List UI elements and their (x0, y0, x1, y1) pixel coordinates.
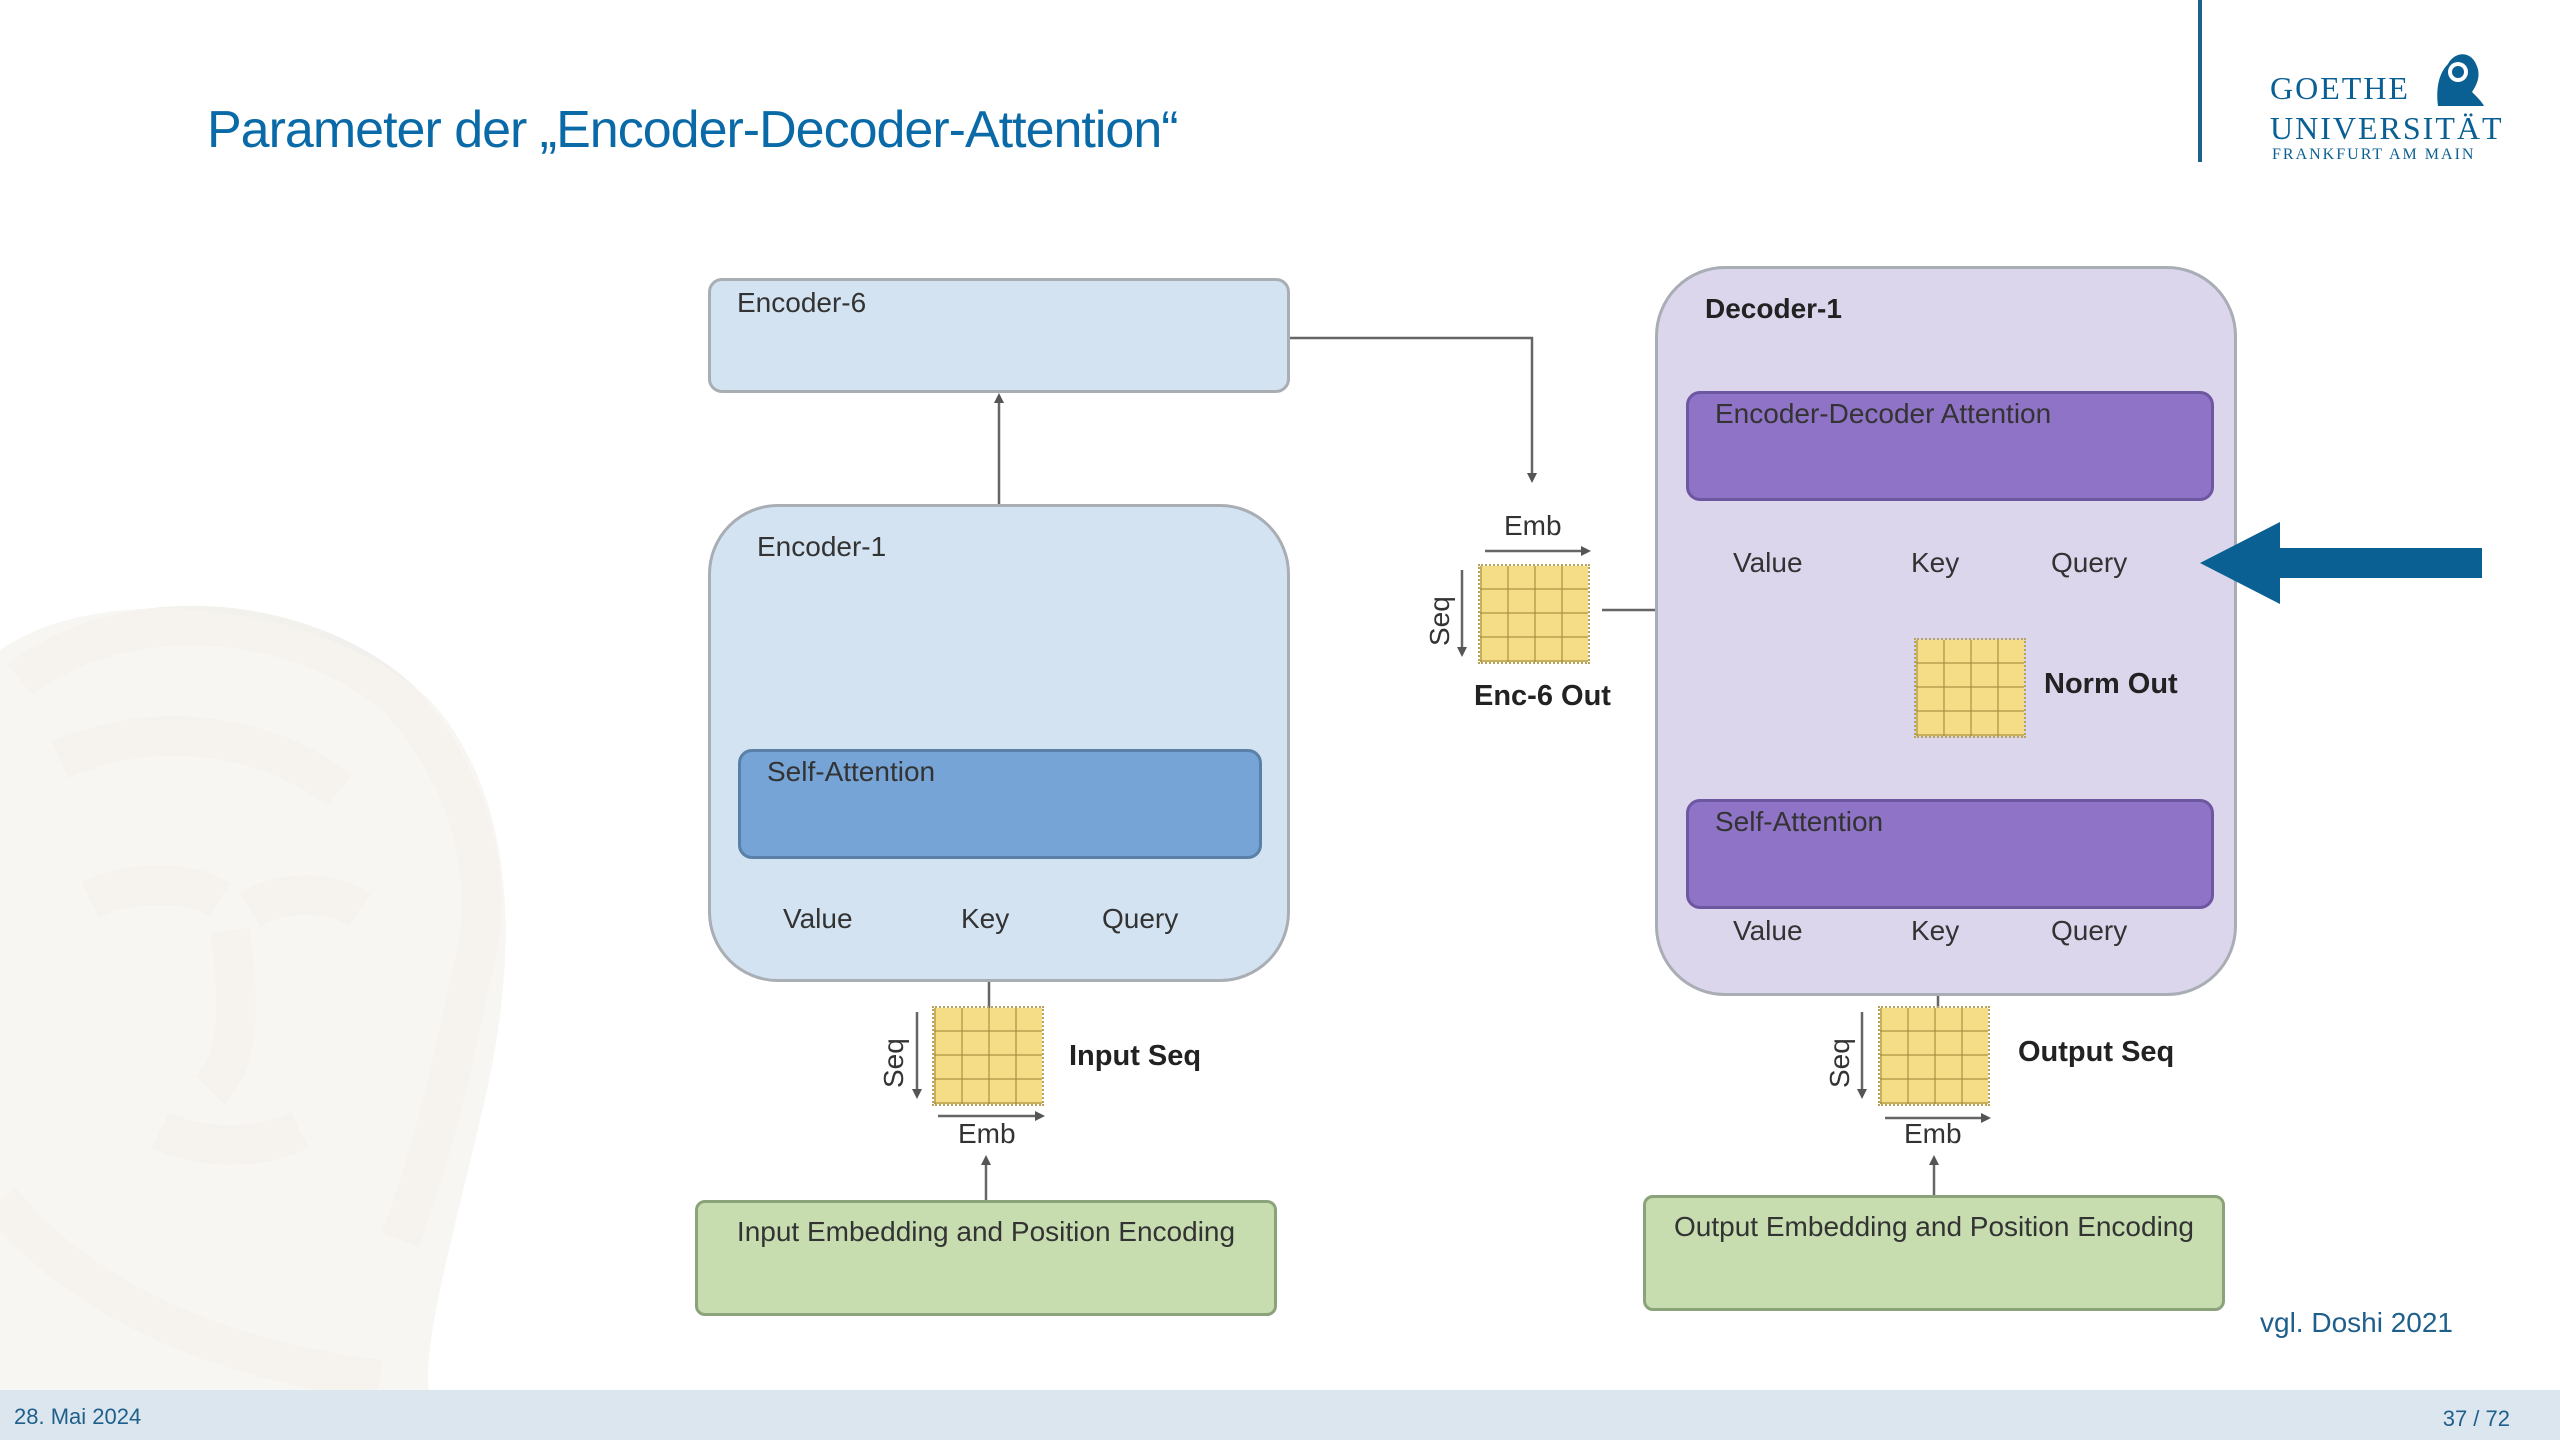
input-seq-emb-label: Emb (958, 1118, 1016, 1149)
output-seq-label: Output Seq (2018, 1036, 2175, 1068)
decoder-value-label: Value (1733, 915, 1803, 946)
citation: vgl. Doshi 2021 (2260, 1307, 2454, 1338)
encoder-1-label: Encoder-1 (757, 531, 887, 562)
input-seq-matrix (932, 1006, 1044, 1106)
enc6-out-seq-label: Seq (1424, 596, 1455, 646)
university-logo: GOETHE UNIVERSITÄT FRANKFURT AM MAIN (2270, 40, 2502, 170)
highlight-arrow-icon (2200, 522, 2482, 604)
encoder-decoder-attention-box: Encoder-Decoder Attention (1686, 391, 2214, 501)
decoder-self-attention-label: Self-Attention (1715, 806, 1884, 837)
goethe-portrait-watermark (0, 605, 506, 1400)
input-embedding-box: Input Embedding and Position Encoding (695, 1200, 1277, 1316)
input-embedding-label: Input Embedding and Position Encoding (736, 1216, 1236, 1247)
encoder-1-box: Encoder-1 (708, 504, 1290, 982)
eda-value-label: Value (1733, 547, 1803, 578)
enc6-out-emb-label: Emb (1504, 510, 1562, 541)
decoder-query-label: Query (2051, 915, 2128, 946)
output-embedding-label: Output Embedding and Position Encoding (1674, 1211, 2194, 1242)
encoder-query-label: Query (1102, 903, 1179, 934)
decoder-self-attention-box: Self-Attention (1686, 799, 2214, 909)
decoder-key-label: Key (1911, 915, 1960, 946)
decoder-1-label: Decoder-1 (1705, 293, 1842, 324)
input-seq-label: Input Seq (1069, 1040, 1202, 1072)
eda-query-label: Query (2051, 547, 2128, 578)
eda-key-label: Key (1911, 547, 1960, 578)
slide-title: Parameter der „Encoder-Decoder-Attention… (207, 101, 1179, 159)
encoder-6-box: Encoder-6 (708, 278, 1290, 393)
encoder-key-label: Key (961, 903, 1010, 934)
logo-line-universitaet: UNIVERSITÄT (2270, 110, 2504, 146)
norm-out-label: Norm Out (2044, 668, 2178, 700)
footer-bar (0, 1390, 2560, 1440)
encoder-self-attention-label: Self-Attention (767, 756, 936, 787)
encoder-self-attention-box: Self-Attention (738, 749, 1262, 859)
goethe-head-icon (2437, 54, 2484, 106)
footer-date: 28. Mai 2024 (14, 1404, 142, 1429)
output-seq-matrix (1878, 1006, 1990, 1106)
logo-line-frankfurt: FRANKFURT AM MAIN (2272, 146, 2476, 163)
encoder-value-label: Value (783, 903, 853, 934)
header-divider (2198, 0, 2202, 162)
output-seq-seq-label: Seq (1824, 1038, 1855, 1088)
norm-out-matrix (1914, 638, 2026, 738)
encoder-6-label: Encoder-6 (737, 287, 867, 318)
enc6-out-matrix (1478, 564, 1590, 664)
logo-line-goethe: GOETHE (2270, 70, 2410, 106)
output-seq-emb-label: Emb (1904, 1118, 1962, 1149)
enc6-out-label: Enc-6 Out (1474, 680, 1611, 712)
page-number: 37 / 72 (2442, 1406, 2510, 1431)
output-embedding-box: Output Embedding and Position Encoding (1643, 1195, 2225, 1311)
input-seq-seq-label: Seq (878, 1038, 909, 1088)
encoder-decoder-attention-label: Encoder-Decoder Attention (1715, 398, 2052, 429)
